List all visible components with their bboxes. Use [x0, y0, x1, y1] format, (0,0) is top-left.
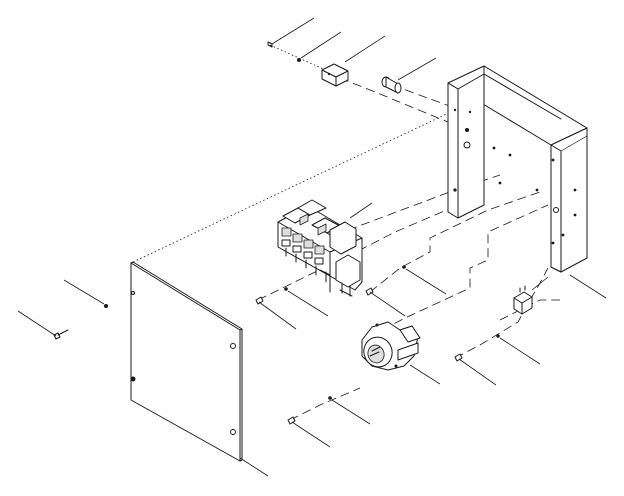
- screw-top: [267, 17, 315, 48]
- washer-left-panel: [63, 279, 108, 308]
- dashed-line-relay-to-bracket: [454, 267, 549, 359]
- dashed-line-right-screw-path: [369, 191, 541, 293]
- bracket-leader: [569, 274, 607, 299]
- screw-left-panel: [17, 310, 69, 340]
- mounting-clip: [321, 35, 386, 87]
- fasteners: [17, 17, 607, 448]
- screw-lower-1: [255, 296, 297, 330]
- dashed-line-connector-path: [381, 204, 549, 331]
- small-relay: [513, 276, 549, 315]
- front-cover-panel: [130, 261, 269, 477]
- round-plug: [381, 57, 437, 94]
- washer-lower-1: [284, 287, 329, 317]
- washer-right: [496, 334, 541, 365]
- screw-right: [454, 353, 497, 386]
- screw-bottom: [287, 416, 331, 448]
- washer-top: [297, 31, 342, 62]
- rear-bracket: [447, 65, 588, 273]
- washer-lower-2: [402, 265, 447, 295]
- dashed-line-bracket-lower: [499, 299, 560, 321]
- washer-bottom: [328, 396, 371, 425]
- dashed-line-lower-screws: [257, 199, 471, 301]
- screw-lower-2: [365, 287, 406, 317]
- relay-fuse-block: [277, 199, 373, 297]
- dashed-line-bottom-screw: [289, 387, 361, 421]
- dashed-line-clip-to-bracket: [339, 77, 449, 123]
- dashed-line-plug-to-bracket: [391, 84, 456, 109]
- round-connector: [361, 321, 441, 385]
